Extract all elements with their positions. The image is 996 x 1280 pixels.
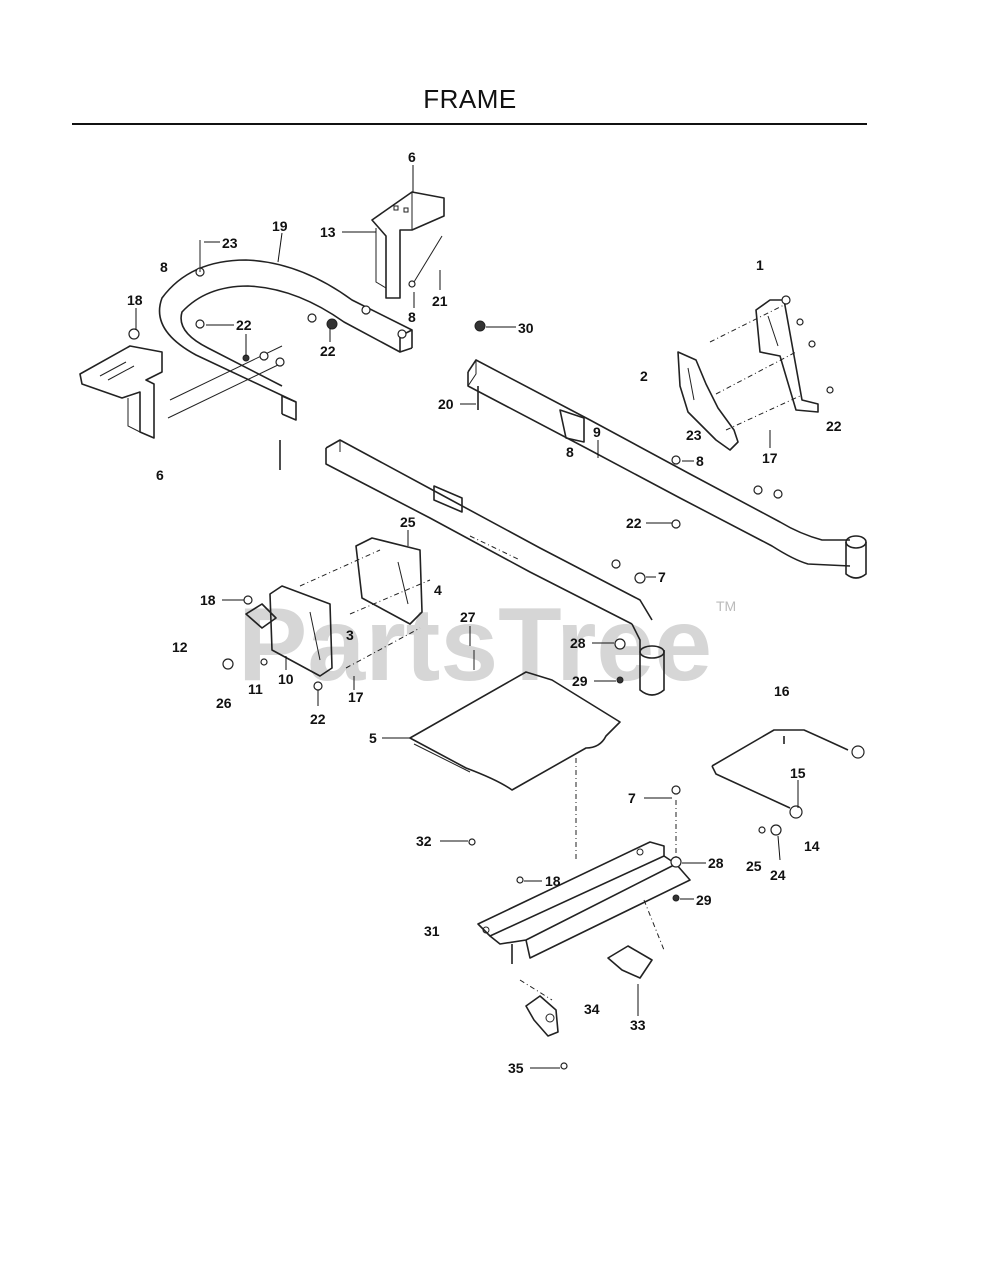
callout-31: 31: [424, 923, 440, 939]
lower-main-rail: [325, 439, 665, 696]
callout-2: 2: [640, 368, 648, 384]
callout-1: 1: [756, 257, 764, 273]
callout-22: 22: [626, 515, 642, 531]
callout-8: 8: [160, 259, 168, 275]
callout-25: 25: [400, 514, 416, 530]
page-title: FRAME: [423, 84, 517, 114]
callout-8: 8: [408, 309, 416, 325]
callout-33: 33: [630, 1017, 646, 1033]
callout-17: 17: [762, 450, 778, 466]
callout-20: 20: [438, 396, 454, 412]
callout-21: 21: [432, 293, 448, 309]
callout-7: 7: [628, 790, 636, 806]
right-side-plates: [677, 299, 819, 451]
callout-26: 26: [216, 695, 232, 711]
left-mount-bracket: [79, 345, 163, 439]
callout-6: 6: [156, 467, 164, 483]
callout-15: 15: [790, 765, 806, 781]
callout-18: 18: [200, 592, 216, 608]
callout-10: 10: [278, 671, 294, 687]
tie-rod: [711, 729, 865, 819]
leader-lines: [135, 165, 799, 1069]
callout-24: 24: [770, 867, 786, 883]
callout-28: 28: [570, 635, 586, 651]
callout-6: 6: [408, 149, 416, 165]
callout-8: 8: [566, 444, 574, 460]
small-brackets: [525, 945, 653, 1037]
callout-16: 16: [774, 683, 790, 699]
callout-25: 25: [746, 858, 762, 874]
callout-5: 5: [369, 730, 377, 746]
callout-7: 7: [658, 569, 666, 585]
right-mount-bracket: [371, 191, 445, 299]
upper-right-rail: [467, 359, 867, 579]
callout-34: 34: [584, 1001, 600, 1017]
callout-23: 23: [686, 427, 702, 443]
callout-23: 23: [222, 235, 238, 251]
rear-u-frame: [158, 259, 413, 470]
callout-18: 18: [127, 292, 143, 308]
callout-9: 9: [593, 424, 601, 440]
lower-bracket-bar: [477, 758, 691, 1001]
watermark-trademark: TM: [716, 598, 736, 614]
callout-14: 14: [804, 838, 820, 854]
floor-plate: [409, 671, 621, 791]
callout-19: 19: [272, 218, 288, 234]
callout-8: 8: [696, 453, 704, 469]
left-side-plates: [245, 535, 521, 677]
callout-13: 13: [320, 224, 336, 240]
callout-labels: 6 13 19 23 8 18 22 22 8 21 6 1 30 2 20 9…: [127, 149, 842, 1076]
callout-27: 27: [460, 609, 476, 625]
callout-17: 17: [348, 689, 364, 705]
title-rule: [72, 123, 867, 125]
callout-18: 18: [545, 873, 561, 889]
callout-4: 4: [434, 582, 442, 598]
callout-32: 32: [416, 833, 432, 849]
callout-12: 12: [172, 639, 188, 655]
hardware: [128, 235, 834, 1070]
callout-22: 22: [320, 343, 336, 359]
callout-28: 28: [708, 855, 724, 871]
callout-29: 29: [572, 673, 588, 689]
callout-3: 3: [346, 627, 354, 643]
callout-22: 22: [236, 317, 252, 333]
callout-22: 22: [310, 711, 326, 727]
callout-11: 11: [248, 681, 263, 697]
callout-30: 30: [518, 320, 534, 336]
callout-35: 35: [508, 1060, 524, 1076]
watermark-text: PartsTree: [238, 587, 712, 703]
callout-22: 22: [826, 418, 842, 434]
callout-29: 29: [696, 892, 712, 908]
